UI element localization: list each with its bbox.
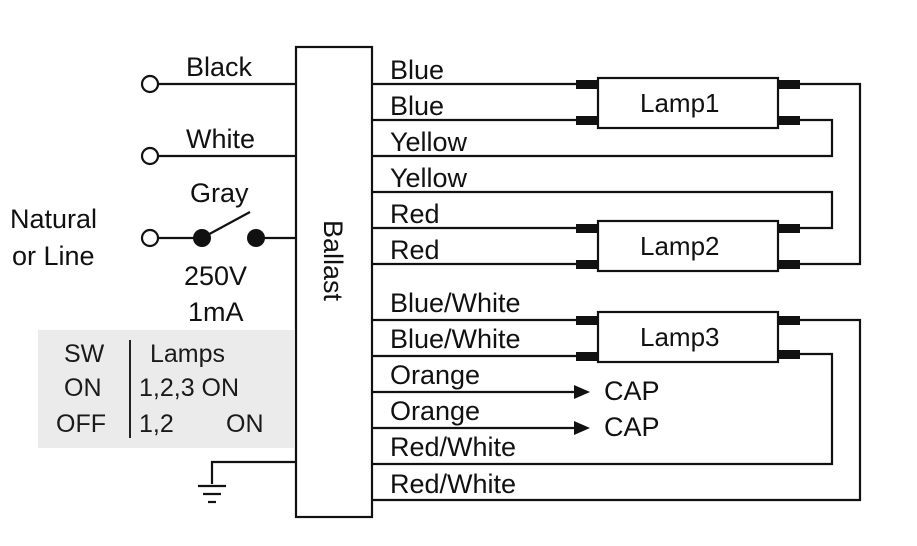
table-row-off-sw: OFF (56, 410, 106, 438)
white-label: White (186, 124, 255, 154)
switch-table: SW Lamps ON 1,2,3 ON OFF 1,2 ON (38, 330, 294, 448)
lamp-1-pin-tr (778, 80, 800, 89)
table-header-sw: SW (64, 340, 105, 368)
wire-red-white-2 (372, 318, 862, 502)
cap-label-2: CAP (604, 412, 660, 442)
lamp-3-pin-br (778, 350, 800, 359)
wire-yellow-2 (372, 190, 834, 230)
lamp-2-label: Lamp2 (640, 231, 720, 261)
lamp-2-pin-tr (778, 224, 800, 233)
switch-lever (201, 211, 251, 239)
line-terminal (140, 228, 160, 248)
wire-label-yellow-1: Yellow (390, 127, 468, 157)
wire-label-yellow-2: Yellow (390, 163, 468, 193)
black-terminal (140, 74, 160, 94)
table-row-off-state: ON (226, 410, 264, 438)
lamp-3-tube (596, 310, 780, 364)
wire-label-blue-2: Blue (390, 91, 444, 121)
wire-label-blue-white-2: Blue/White (390, 324, 521, 354)
lamp-3: Lamp3 (576, 310, 800, 364)
wire-label-red-white-2: Red/White (390, 469, 516, 499)
lamp-3-pin-tl (576, 316, 598, 325)
wire-label-orange-1: Orange (390, 360, 480, 390)
lamp-1-tube (596, 76, 780, 130)
wire-label-blue-1: Blue (390, 55, 444, 85)
natural-label: Natural (10, 204, 97, 234)
ballast-label: Ballast (318, 220, 348, 302)
white-terminal (140, 146, 160, 166)
lamp-2-pin-bl (576, 260, 598, 269)
gray-label: Gray (190, 178, 249, 208)
table-header-lamps: Lamps (150, 340, 225, 368)
wire-label-orange-2: Orange (390, 396, 480, 426)
wire-red-white-1 (372, 352, 834, 466)
wire-lamp1-lamp2-link (800, 82, 862, 266)
wire-label-red-2: Red (390, 235, 440, 265)
ballast-box (294, 45, 374, 519)
cap-arrow-2 (574, 421, 590, 435)
lamp-3-label: Lamp3 (640, 322, 720, 352)
lamp-2-pin-br (778, 260, 800, 269)
lamp-2: Lamp2 (576, 219, 800, 273)
wire-label-red-1: Red (390, 199, 440, 229)
black-label: Black (186, 52, 253, 82)
cap-label-1: CAP (604, 376, 660, 406)
lamp-3-pin-bl (576, 352, 598, 361)
lamp-2-pin-tl (576, 224, 598, 233)
table-row-off-lamps: 1,2 (139, 410, 174, 438)
or-line-label: or Line (12, 241, 95, 271)
lamp-1-pin-br (778, 116, 800, 125)
table-row-on-lamps: 1,2,3 ON (139, 374, 239, 402)
lamp-1-pin-tl (576, 80, 598, 89)
switch-voltage-label: 250V (184, 261, 247, 291)
lamp-2-tube (596, 219, 780, 273)
table-row-on-sw: ON (64, 374, 102, 402)
lamp-3-pin-tr (778, 316, 800, 325)
lamp-1-label: Lamp1 (640, 88, 720, 118)
wire-label-red-white-1: Red/White (390, 432, 516, 462)
switch-current-label: 1mA (188, 297, 244, 327)
input-terminals: Black White Gray Natural or Line 250V 1m… (10, 52, 296, 504)
output-wires: Blue Blue Yellow Yellow Red Red Blue/Whi… (372, 55, 862, 502)
switch-table-background (38, 330, 294, 448)
wire-label-blue-white-1: Blue/White (390, 288, 521, 318)
lamp-1-pin-bl (576, 116, 598, 125)
cap-arrow-1 (574, 385, 590, 399)
wire-yellow-1 (372, 118, 834, 158)
ground-wire (210, 460, 296, 484)
lamp-1: Lamp1 (576, 76, 800, 130)
